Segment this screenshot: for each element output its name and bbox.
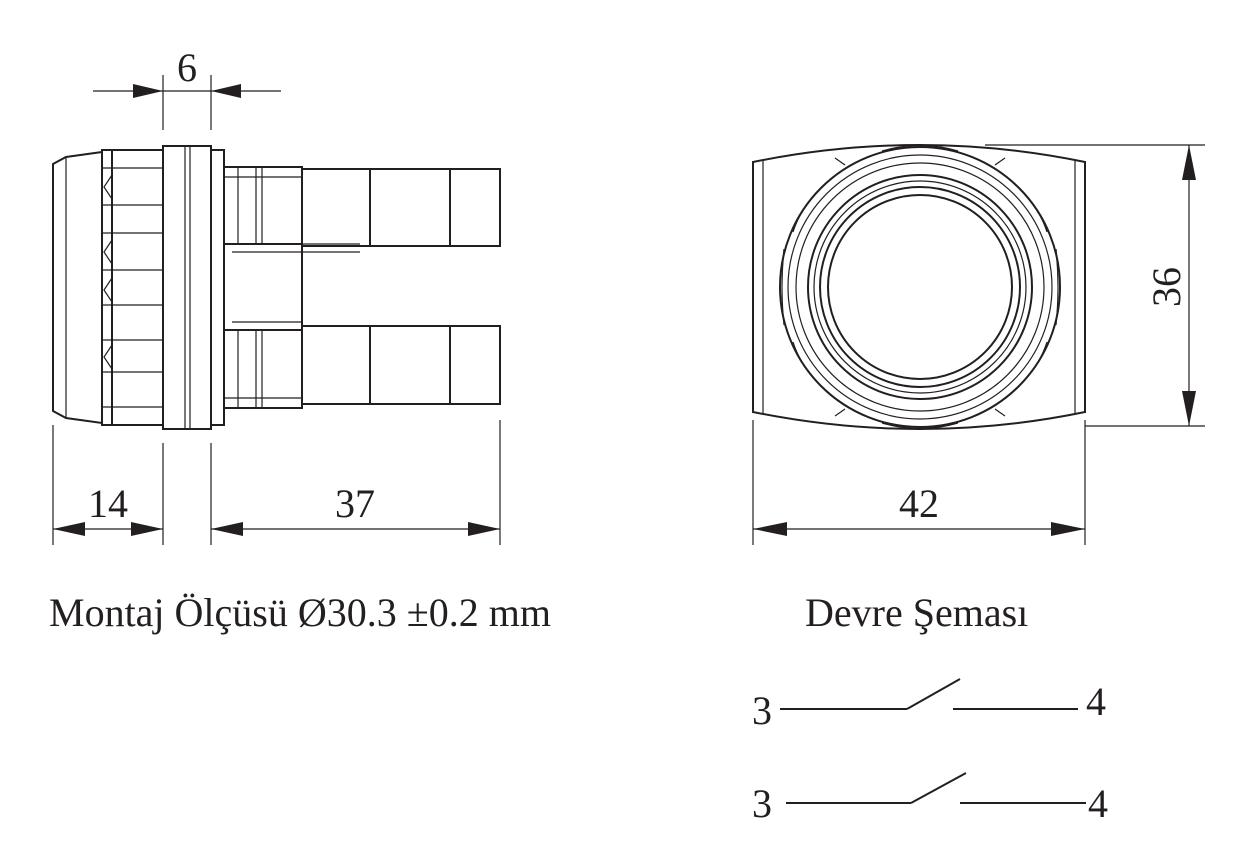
middle-connector — [223, 243, 360, 331]
knurled-ring — [101, 149, 164, 426]
circuit-diagram: 3 4 3 4 — [752, 678, 1108, 826]
panel-plate — [162, 145, 225, 430]
contact-2: 3 4 — [752, 772, 1108, 826]
dim-label-36: 36 — [1144, 267, 1189, 307]
terminal-4: 4 — [1088, 781, 1108, 826]
front-housing — [752, 144, 1086, 430]
dimension-42: 42 — [752, 420, 1086, 545]
push-button-lens — [807, 174, 1033, 400]
dimension-36: 36 — [985, 144, 1205, 427]
terminal-3: 3 — [752, 781, 772, 826]
circuit-caption: Devre Şeması — [805, 590, 1028, 635]
dim-label-42: 42 — [899, 481, 939, 526]
dimension-6: 6 — [93, 45, 281, 130]
dim-label-6: 6 — [177, 45, 197, 90]
terminal-3: 3 — [752, 688, 772, 733]
terminal-4: 4 — [1086, 679, 1106, 724]
dim-label-37: 37 — [335, 481, 375, 526]
dimension-14: 14 — [52, 425, 164, 545]
knurled-bezel — [779, 144, 1061, 430]
front-view: 36 42 — [752, 144, 1205, 545]
mounting-caption: Montaj Ölçüsü Ø30.3 ±0.2 mm — [49, 590, 551, 635]
dim-label-14: 14 — [88, 481, 128, 526]
contact-block-bottom — [223, 325, 501, 409]
contact-block-top — [223, 166, 501, 247]
side-view: 6 14 37 — [52, 45, 501, 545]
contact-1: 3 4 — [752, 678, 1106, 733]
bezel-lens — [52, 150, 103, 425]
dimension-37: 37 — [210, 420, 501, 545]
